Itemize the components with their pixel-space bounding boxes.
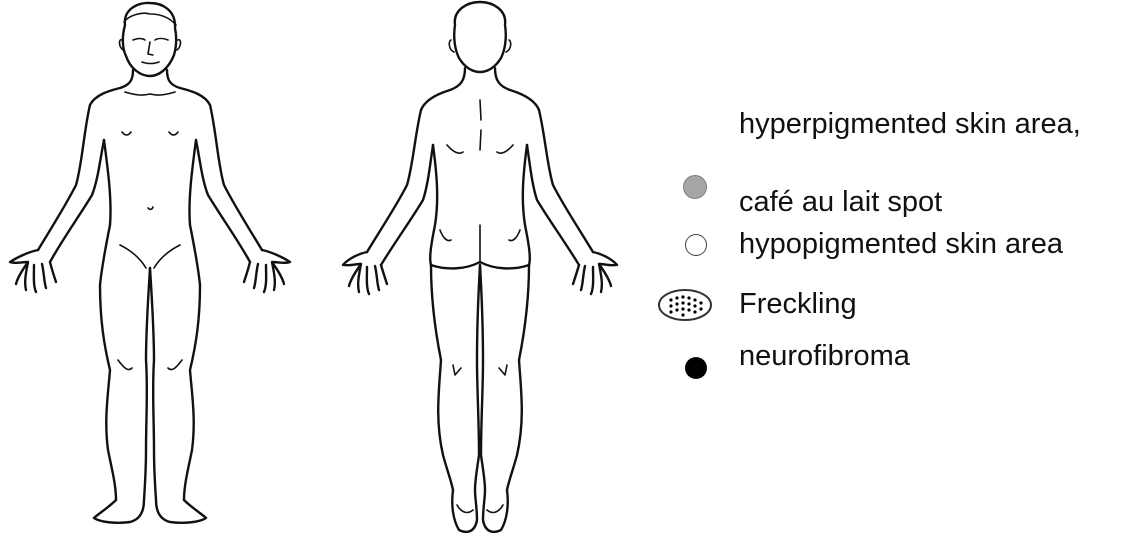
legend-item-neurofibroma: neurofibroma — [655, 337, 1145, 387]
legend-label-hypopigmented: hypopigmented skin area — [739, 225, 1063, 263]
legend-item-hyperpigmented: hyperpigmented skin area, café au lait s… — [655, 105, 1145, 185]
white-circle-icon — [685, 234, 707, 256]
front-body-outline-icon — [0, 0, 300, 539]
front-body-figure — [0, 0, 300, 539]
legend-label-hyperpigmented-line2: café au lait spot — [739, 183, 942, 221]
legend-label-neurofibroma: neurofibroma — [739, 337, 910, 375]
back-body-figure — [335, 0, 625, 539]
legend-label-hyperpigmented-line1: hyperpigmented skin area, — [739, 105, 1081, 143]
legend-item-hypopigmented: hypopigmented skin area — [655, 225, 1145, 265]
dotted-ellipse-icon — [657, 287, 713, 323]
back-body-outline-icon — [335, 0, 625, 539]
grey-circle-icon — [683, 175, 707, 199]
black-dot-icon — [685, 357, 707, 379]
legend: hyperpigmented skin area, café au lait s… — [655, 105, 1145, 405]
legend-item-freckling: Freckling — [655, 285, 1145, 325]
legend-label-freckling: Freckling — [739, 285, 857, 323]
